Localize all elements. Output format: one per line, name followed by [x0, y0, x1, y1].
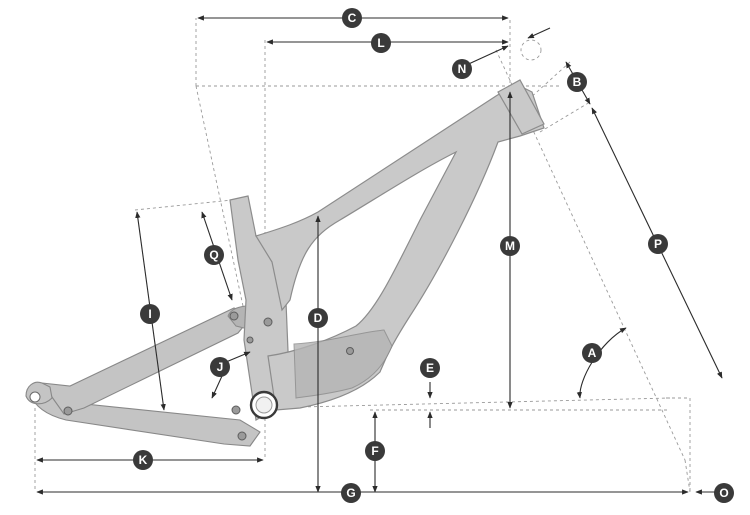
- badge-o: O: [714, 483, 734, 503]
- svg-text:G: G: [346, 486, 355, 500]
- svg-text:O: O: [719, 486, 728, 500]
- dim-a: [576, 327, 627, 399]
- badge-l: L: [371, 33, 391, 53]
- rear-axle: [29, 391, 41, 403]
- badge-m: M: [500, 236, 520, 256]
- svg-text:N: N: [458, 62, 467, 76]
- bike-frame: [25, 79, 545, 447]
- svg-text:L: L: [377, 36, 384, 50]
- badge-n: N: [452, 59, 472, 79]
- badge-c: C: [342, 8, 362, 28]
- svg-text:B: B: [573, 75, 582, 89]
- svg-text:D: D: [314, 311, 323, 325]
- bottle-bolt: [346, 347, 354, 355]
- svg-text:Q: Q: [209, 248, 218, 262]
- badge-g: G: [341, 483, 361, 503]
- badge-p: P: [648, 234, 668, 254]
- label-badges: C L N B P M A Q I D J E F K G O: [133, 8, 734, 503]
- pivot-lower: [237, 431, 247, 441]
- badge-q: Q: [204, 245, 224, 265]
- badge-i: I: [140, 304, 160, 324]
- svg-text:M: M: [505, 239, 515, 253]
- pivot-upper: [229, 311, 239, 321]
- badge-j: J: [210, 357, 230, 377]
- dim-j-a: [225, 351, 251, 363]
- svg-text:E: E: [426, 361, 434, 375]
- pivot-chainstay: [63, 406, 73, 416]
- main-frame: [255, 83, 545, 411]
- dim-n-b: [527, 27, 551, 39]
- shock-mount: [246, 336, 254, 344]
- badge-k: K: [133, 450, 153, 470]
- svg-text:F: F: [371, 444, 378, 458]
- pivot-main: [231, 405, 241, 415]
- svg-text:K: K: [139, 453, 148, 467]
- svg-text:A: A: [588, 346, 597, 360]
- badge-b: B: [567, 72, 587, 92]
- svg-text:I: I: [148, 307, 151, 321]
- badge-a: A: [582, 343, 602, 363]
- badge-d: D: [308, 308, 328, 328]
- svg-text:J: J: [217, 360, 224, 374]
- badge-e: E: [420, 358, 440, 378]
- badge-f: F: [365, 441, 385, 461]
- dim-j-b: [211, 375, 223, 399]
- svg-text:C: C: [348, 11, 357, 25]
- down-tube-guard: [293, 329, 393, 399]
- svg-text:P: P: [654, 237, 662, 251]
- pivot-rocker: [263, 317, 273, 327]
